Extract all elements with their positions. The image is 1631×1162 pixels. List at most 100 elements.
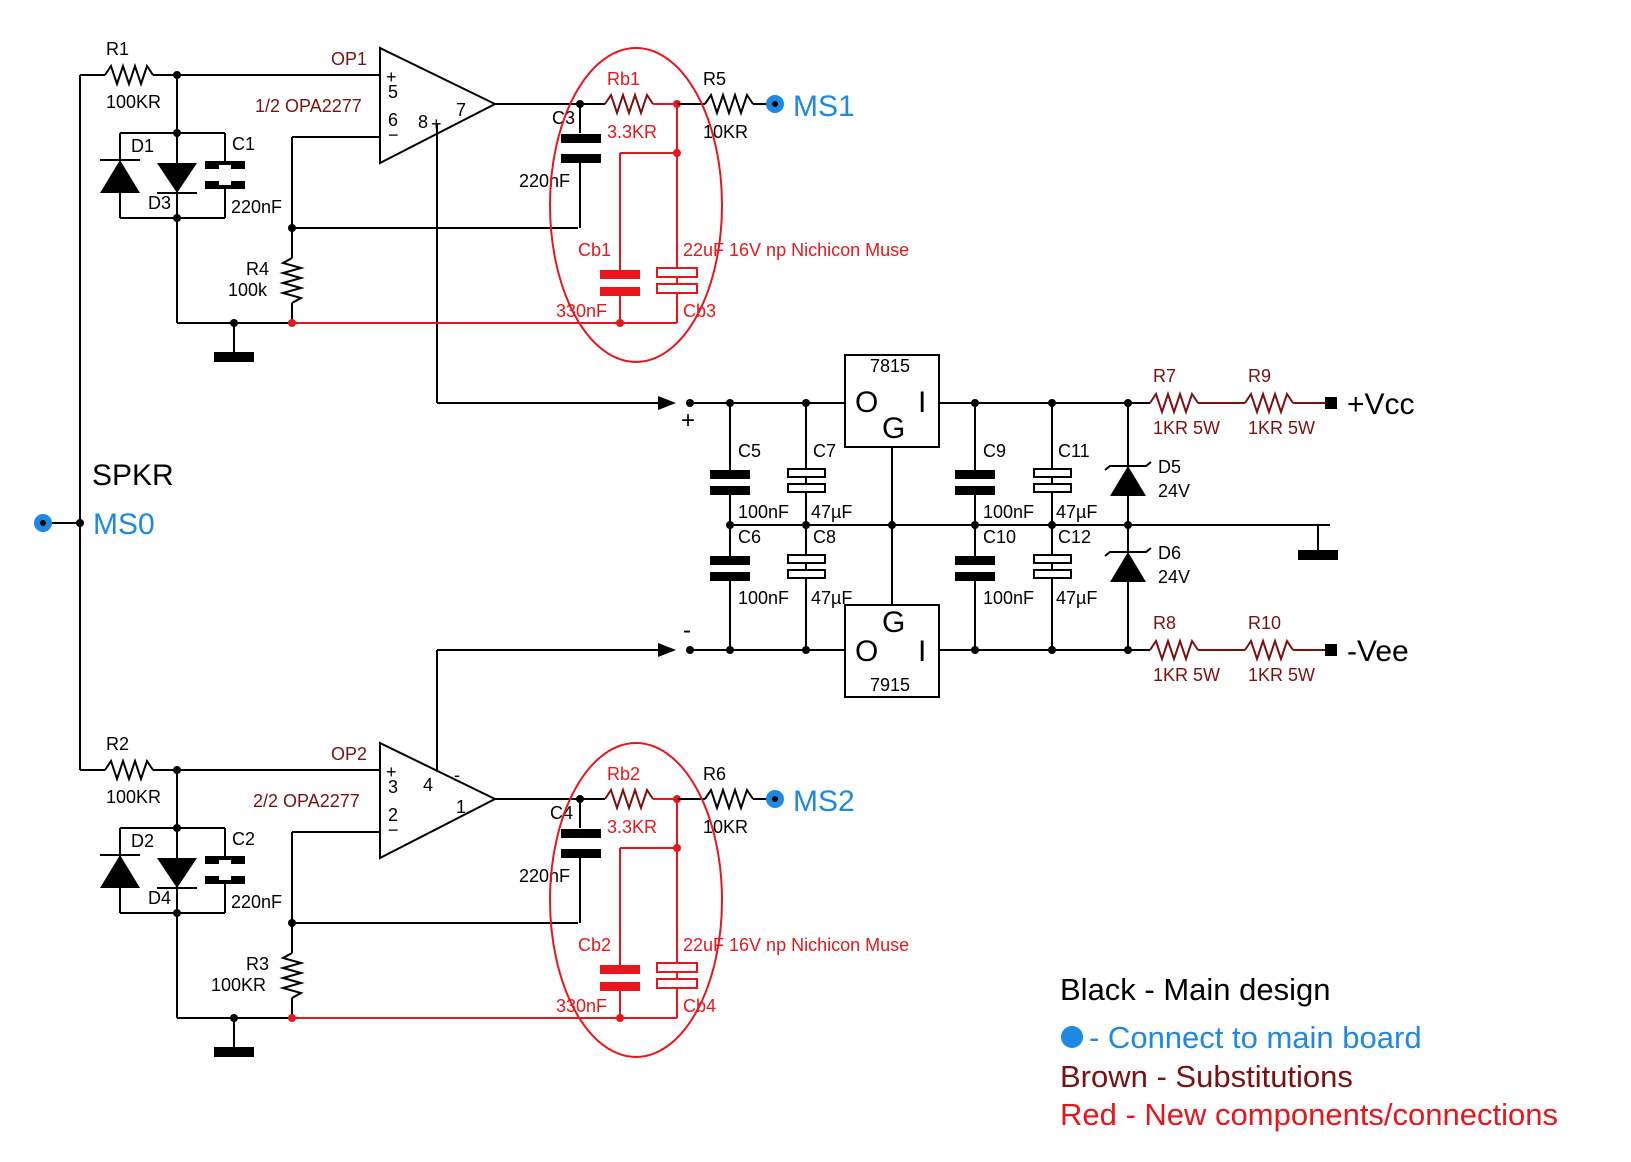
r8-ref: R8: [1153, 613, 1176, 633]
op2-pin-in-minus: 2: [388, 805, 398, 825]
regulator-7815-pin-o: O: [855, 386, 878, 419]
c5-value: 100nF: [738, 502, 789, 522]
c9-ref: C9: [983, 441, 1006, 461]
minus-rail-label: -: [683, 617, 691, 644]
cb2-capacitor-icon: [600, 965, 640, 974]
legend-main: Black - Main design: [1060, 972, 1331, 1007]
c10-ref: C10: [983, 527, 1016, 547]
d4-diode-icon: [157, 858, 197, 888]
op1-ref: OP1: [331, 49, 367, 69]
c4-capacitor-icon: [561, 829, 601, 838]
regulator-7915-part: 7915: [870, 675, 910, 695]
d6-zener-icon: [1110, 552, 1146, 582]
r2-ref: R2: [106, 734, 129, 754]
c8-ref: C8: [813, 527, 836, 547]
c5-ref: C5: [738, 441, 761, 461]
c3-capacitor-icon: [561, 134, 601, 143]
spkr-label: SPKR: [92, 459, 174, 492]
channel-1: R1 100KR D1 D3 C1 220nF: [80, 39, 909, 410]
cb4-capacitor-icon: [656, 962, 698, 973]
cb3-value: 22uF 16V np Nichicon Muse: [683, 240, 909, 260]
ms0-label: MS0: [93, 508, 155, 541]
legend-connect: - Connect to main board: [1089, 1020, 1422, 1055]
legend-substitution: Brown - Substitutions: [1060, 1059, 1353, 1094]
regulator-7815-part: 7815: [870, 356, 910, 376]
cb1-ref: Cb1: [578, 240, 611, 260]
vee-label: -Vee: [1347, 635, 1409, 668]
op1-plus-mark: +: [386, 67, 397, 87]
ms1-label: MS1: [793, 90, 855, 123]
r6-ref: R6: [703, 764, 726, 784]
r3-value: 100KR: [211, 975, 266, 995]
c11-capacitor-icon: [1033, 468, 1072, 478]
c9-capacitor-icon: [955, 470, 995, 479]
connect-dot-icon: [1061, 1026, 1083, 1048]
d2-ref: D2: [131, 831, 154, 851]
power-supply: + - C5 100nF C6 100nF C7 47µF C8 47µF: [681, 354, 1415, 698]
d5-ref: D5: [1158, 457, 1181, 477]
c9-value: 100nF: [983, 502, 1034, 522]
legend: Black - Main design - Connect to main bo…: [1060, 972, 1558, 1132]
cb4-value: 22uF 16V np Nichicon Muse: [683, 935, 909, 955]
c10-capacitor-icon: [955, 556, 995, 565]
c6-value: 100nF: [738, 588, 789, 608]
op1-pin-in-minus: 6: [388, 110, 398, 130]
op2-plus-mark: +: [386, 762, 397, 782]
c12-value: 47µF: [1056, 588, 1097, 608]
d1-diode-icon: [100, 160, 140, 193]
cb2-value: 330nF: [556, 996, 607, 1016]
r3-ref: R3: [246, 954, 269, 974]
c10-value: 100nF: [983, 588, 1034, 608]
c7-capacitor-icon: [787, 468, 826, 478]
vcc-label: +Vcc: [1347, 388, 1415, 421]
d6-value: 24V: [1158, 567, 1190, 587]
ground-icon: [214, 1047, 254, 1057]
r5-ref: R5: [703, 69, 726, 89]
r8-value: 1KR 5W: [1153, 665, 1220, 685]
plus-rail-label: +: [681, 407, 695, 434]
op2-pin-in-plus: 3: [388, 777, 398, 797]
c5-capacitor-icon: [710, 470, 750, 479]
d2-diode-icon: [100, 855, 140, 888]
d5-value: 24V: [1158, 481, 1190, 501]
vee-terminal-icon: [1325, 644, 1337, 656]
op2-part: 2/2 OPA2277: [253, 791, 360, 811]
op1-pin-supply: 8: [418, 112, 428, 132]
regulator-7915: [844, 604, 940, 698]
r4-value: 100k: [228, 280, 268, 300]
regulator-7915-pin-i: I: [918, 635, 926, 668]
d3-ref: D3: [148, 193, 171, 213]
regulator-7815-pin-i: I: [918, 386, 926, 419]
d6-ref: D6: [1158, 543, 1181, 563]
r7-value: 1KR 5W: [1153, 418, 1220, 438]
d5-zener-icon: [1110, 466, 1146, 496]
c2-ref: C2: [232, 829, 255, 849]
regulator-7915-pin-g: G: [882, 606, 905, 639]
c4-value: 220nF: [519, 866, 570, 886]
c2-value: 220nF: [231, 892, 282, 912]
c6-capacitor-icon: [710, 556, 750, 565]
op1-part: 1/2 OPA2277: [255, 96, 362, 116]
rb1-ref: Rb1: [607, 69, 640, 89]
c1-value: 220nF: [231, 197, 282, 217]
c11-ref: C11: [1058, 441, 1090, 461]
vcc-terminal-icon: [1325, 397, 1337, 409]
c8-capacitor-icon: [787, 554, 826, 564]
c1-ref: C1: [232, 134, 255, 154]
op2-pin-supply: 4: [423, 775, 433, 795]
legend-new: Red - New components/connections: [1060, 1097, 1558, 1132]
r9-value: 1KR 5W: [1248, 418, 1315, 438]
cb1-value: 330nF: [556, 301, 607, 321]
c3-value: 220nF: [519, 171, 570, 191]
c7-value: 47µF: [811, 502, 852, 522]
ground-icon: [214, 352, 254, 362]
channel-2: R2 100KR D2 D4 C2 220nF R3 100KR: [80, 643, 909, 1058]
r9-ref: R9: [1248, 366, 1271, 386]
op1-pin-out: 7: [456, 100, 466, 120]
cb2-ref: Cb2: [578, 935, 611, 955]
new-parts-highlight-ellipse: [549, 47, 723, 363]
ms2-label: MS2: [793, 785, 855, 818]
r7-ref: R7: [1153, 366, 1176, 386]
c11-value: 47µF: [1056, 502, 1097, 522]
